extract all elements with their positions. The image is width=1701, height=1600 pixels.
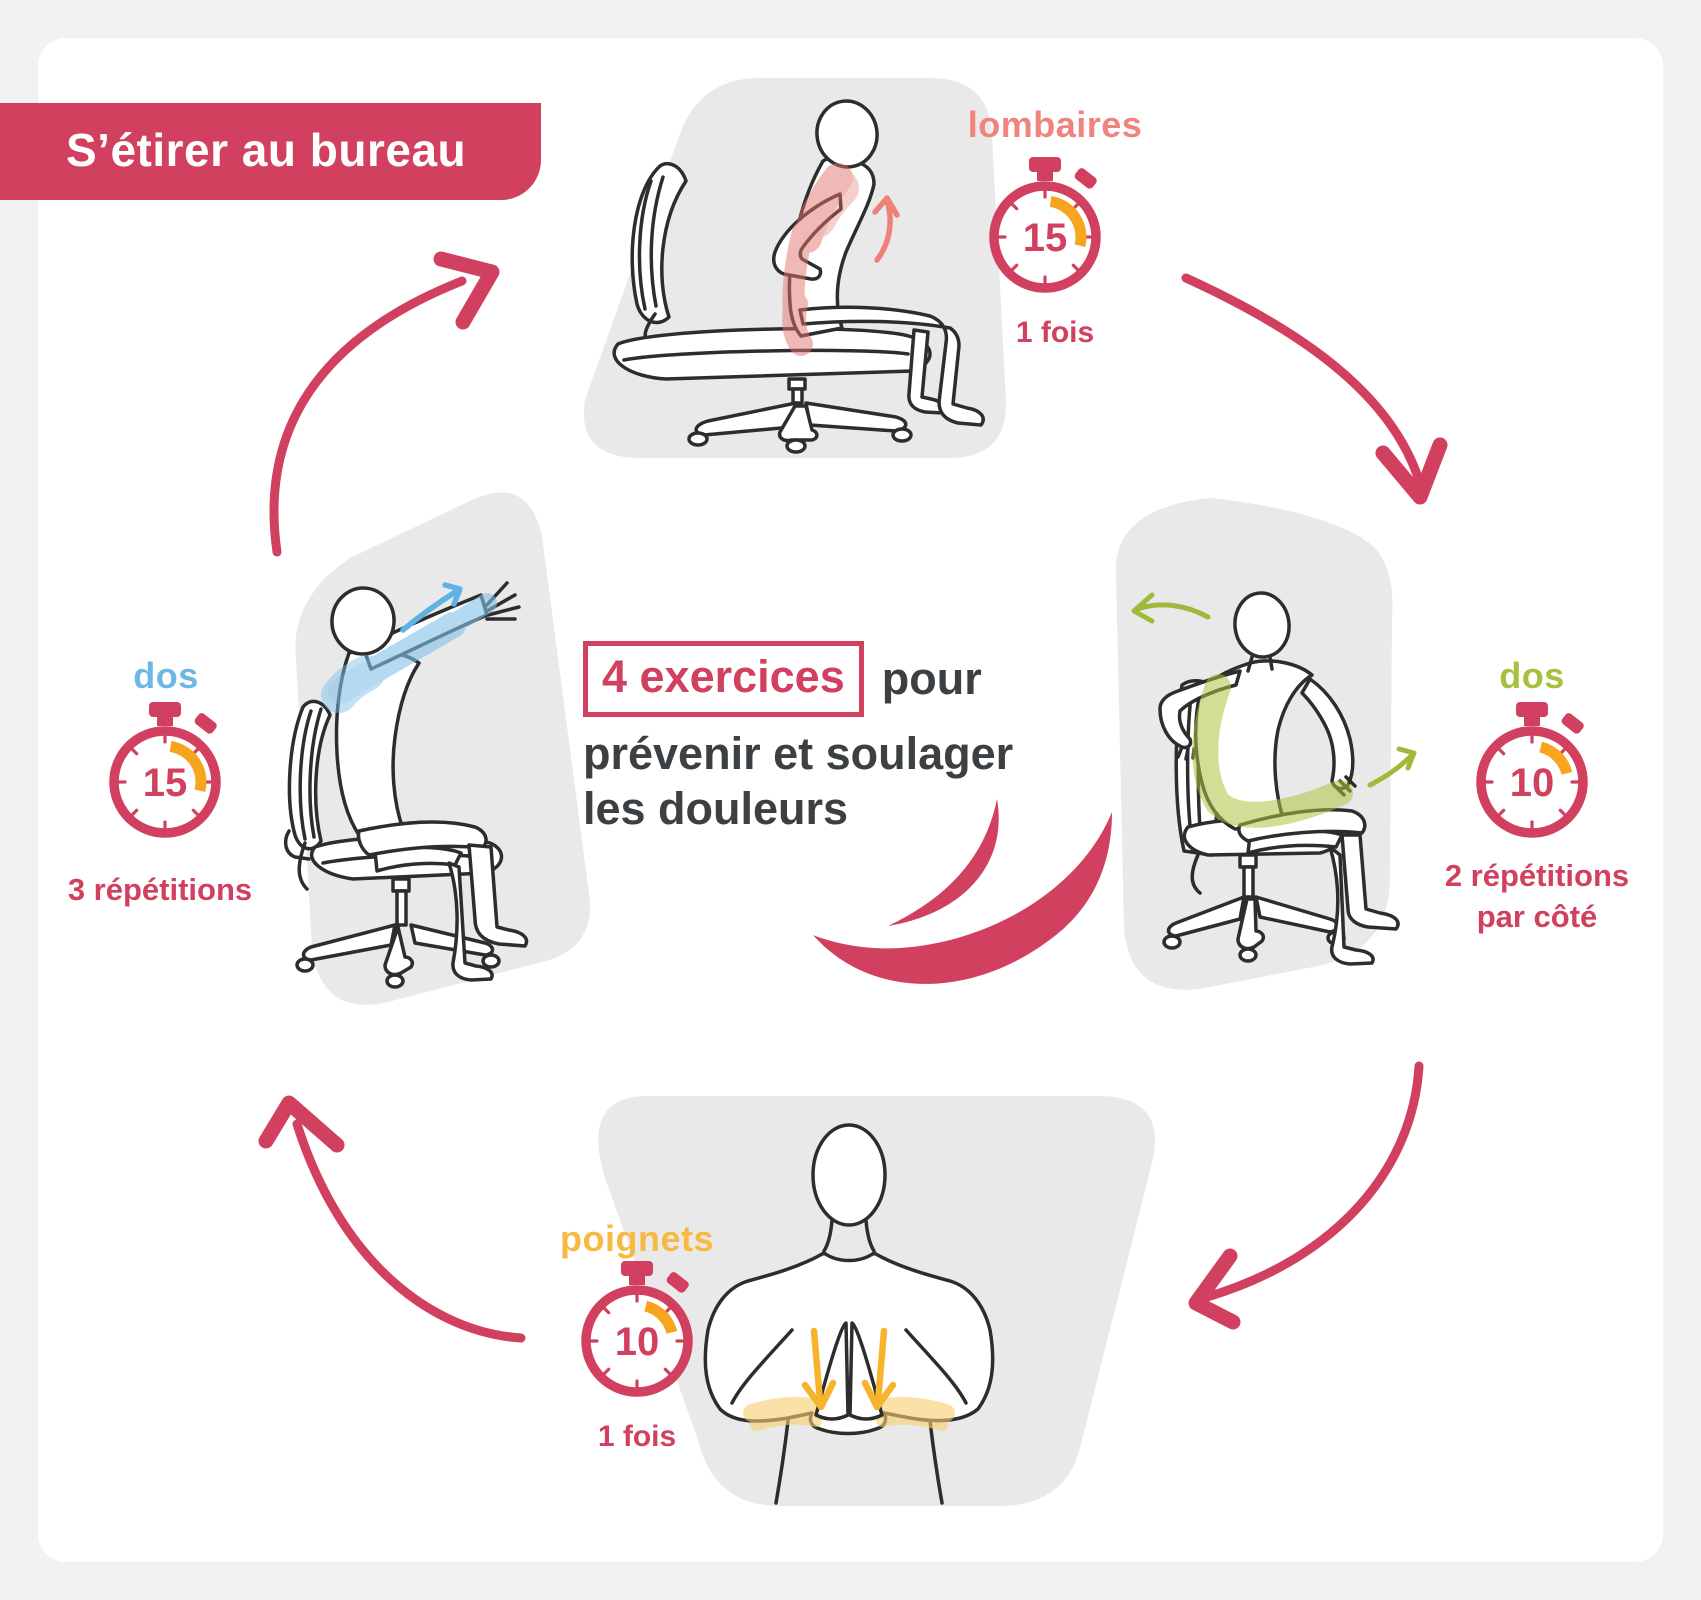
- crescent-large: [813, 812, 1112, 984]
- headline-line3: les douleurs: [583, 783, 849, 834]
- office-chair-drawing: [283, 699, 504, 989]
- elapsed-time-arc: [169, 740, 207, 793]
- page-title: S’étirer au bureau: [66, 124, 467, 176]
- cycle-arrows: [258, 251, 1448, 1343]
- elapsed-time-arc: [1539, 741, 1573, 775]
- frequency-label-dos-torsion: 2 répétitions: [1444, 858, 1630, 893]
- duration-seconds: 15: [143, 761, 188, 805]
- arrow-left-to-top-icon: [269, 251, 500, 557]
- zone-label-lombaires: lombaires: [967, 104, 1143, 145]
- frequency-label-dos-etirement: 3 répétitions: [67, 872, 253, 907]
- stopwatch-icon-dos-etirement: 15: [109, 702, 221, 838]
- stopwatch-icon-dos-torsion: 10: [1476, 702, 1588, 838]
- duration-seconds: 10: [615, 1320, 660, 1364]
- arrow-bottom-to-left-icon: [258, 1095, 526, 1343]
- stretch-direction-arrow-icon: [400, 582, 463, 633]
- zone-label-poignets: poignets: [560, 1218, 714, 1259]
- duration-seconds: 15: [1023, 216, 1068, 260]
- elapsed-time-arc: [1049, 195, 1087, 248]
- double-crescent-logo: [813, 799, 1112, 984]
- headline-after-box: pour: [881, 653, 982, 704]
- frequency-label-lombaires: 1 fois: [1015, 316, 1095, 349]
- zone-label-dos-torsion: dos: [1499, 655, 1565, 696]
- center-headline: 4 exercices pour prévenir et soulager le…: [583, 641, 1143, 836]
- arrow-top-to-right-icon: [1181, 273, 1448, 505]
- stopwatch-icon-lombaires: 15: [989, 157, 1101, 293]
- zone-label-dos-etirement: dos: [133, 655, 199, 696]
- headline-highlight-box: 4 exercices: [583, 641, 864, 717]
- press-down-arrows-icon: [801, 1327, 897, 1411]
- stretch-direction-arrow-icon: [872, 195, 900, 263]
- illustration-dos-etirement: [283, 581, 529, 989]
- arrow-right-to-bottom-icon: [1188, 1061, 1424, 1330]
- crescent-small: [888, 799, 999, 926]
- wrist-highlight: [743, 1396, 955, 1431]
- stopwatch-buttons: [1029, 157, 1097, 189]
- illustration-lombaires-stretch: [612, 99, 985, 454]
- illustration-poignets-stretch: [703, 1123, 995, 1505]
- prayer-hands-person-drawing: [703, 1123, 995, 1505]
- spine-highlight: [1192, 674, 1353, 828]
- twist-direction-arrows-icon: [1131, 592, 1417, 788]
- duration-seconds: 10: [1510, 761, 1555, 805]
- stopwatch-buttons: [621, 1261, 689, 1293]
- illustration-dos-torsion: [1131, 591, 1417, 966]
- headline-line2: prévenir et soulager: [583, 728, 1014, 779]
- headline-line1: 4 exercices pour: [583, 641, 1143, 717]
- stopwatch-buttons: [1516, 702, 1584, 734]
- back-arm-highlight: [321, 593, 497, 713]
- lower-back-highlight: [782, 163, 859, 356]
- stopwatch-icon-poignets: 10: [581, 1261, 693, 1397]
- stopwatch-buttons: [149, 702, 217, 734]
- elapsed-time-arc: [644, 1300, 678, 1334]
- frequency-label-dos-torsion-line2: par côté: [1476, 899, 1598, 934]
- title-banner: S’étirer au bureau: [0, 103, 541, 200]
- frequency-label-poignets: 1 fois: [597, 1420, 677, 1453]
